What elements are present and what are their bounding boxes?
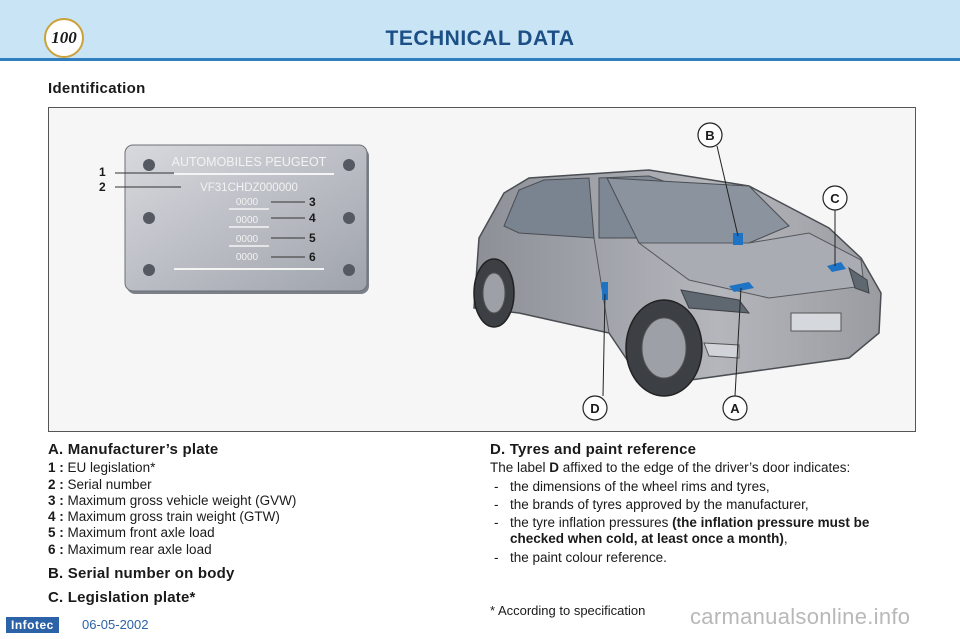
car-callout-d: D [582,395,608,421]
callout-a-label: A [730,401,740,416]
bullet-item: the paint colour reference. [490,550,918,567]
footer-date: 06-05-2002 [82,617,149,632]
legend-item: 6 : Maximum rear axle load [48,541,212,557]
header-divider [0,58,960,61]
callout-b-label: B [705,128,714,143]
page-header [0,0,960,60]
manufacturer-plate-legend: A. Manufacturer’s plate 1 : EU legislati… [48,441,448,607]
manufacturer-plate: AUTOMOBILES PEUGEOT VF31CHDZ000000 0000 … [124,144,369,294]
legend-item: 3 : Maximum gross vehicle weight (GVW) [48,492,297,508]
callout-6: 6 [309,250,316,264]
heading-c: C. Legislation plate* [48,589,196,607]
infotec-logo: Infotec [6,617,59,633]
car-callout-a: A [722,395,748,421]
callout-3: 3 [309,195,316,209]
identification-figure: AUTOMOBILES PEUGEOT VF31CHDZ000000 0000 … [48,107,916,432]
plate-field-gvw: 0000 [236,197,259,208]
car-illustration [473,169,882,397]
plate-serial: VF31CHDZ000000 [200,182,298,194]
intro-text: The label D affixed to the edge of the d… [490,460,851,476]
legend-item: 5 : Maximum front axle load [48,525,215,541]
heading-d: D. Tyres and paint reference [490,441,697,458]
bullet-item: the tyre inflation pressures (the inflat… [490,515,918,548]
callout-d-label: D [590,401,599,416]
watermark: carmanualsonline.info [690,604,911,629]
footnote: * According to specification [490,603,646,618]
identification-illustration: AUTOMOBILES PEUGEOT VF31CHDZ000000 0000 … [99,122,882,421]
plate-field-rear-axle: 0000 [236,252,259,263]
page-number: 100 [44,18,84,58]
tyres-paint-section: D. Tyres and paint reference The label D… [490,441,918,567]
plate-field-gtw: 0000 [236,215,259,226]
callout-1: 1 [99,165,106,179]
legend-item: 2 : Serial number [48,476,152,492]
plate-callout-lines [115,172,305,258]
plate-title: AUTOMOBILES PEUGEOT [172,155,327,169]
callout-2: 2 [99,180,106,194]
callout-5: 5 [309,231,316,245]
heading-b: B. Serial number on body [48,565,235,583]
bullet-item: the brands of tyres approved by the manu… [490,497,918,514]
section-title: Identification [48,80,146,97]
car-callout-c: C [822,185,848,211]
bullet-item: the dimensions of the wheel rims and tyr… [490,479,918,496]
car-callout-b: B [697,122,723,148]
car-callout-lines [602,145,836,397]
page-title: TECHNICAL DATA [385,27,575,50]
callout-c-label: C [830,191,840,206]
plate-field-front-axle: 0000 [236,234,259,245]
legend-item: 1 : EU legislation* [48,460,156,476]
heading-a: A. Manufacturer’s plate [48,441,219,458]
callout-4: 4 [309,211,316,225]
legend-item: 4 : Maximum gross train weight (GTW) [48,509,280,525]
